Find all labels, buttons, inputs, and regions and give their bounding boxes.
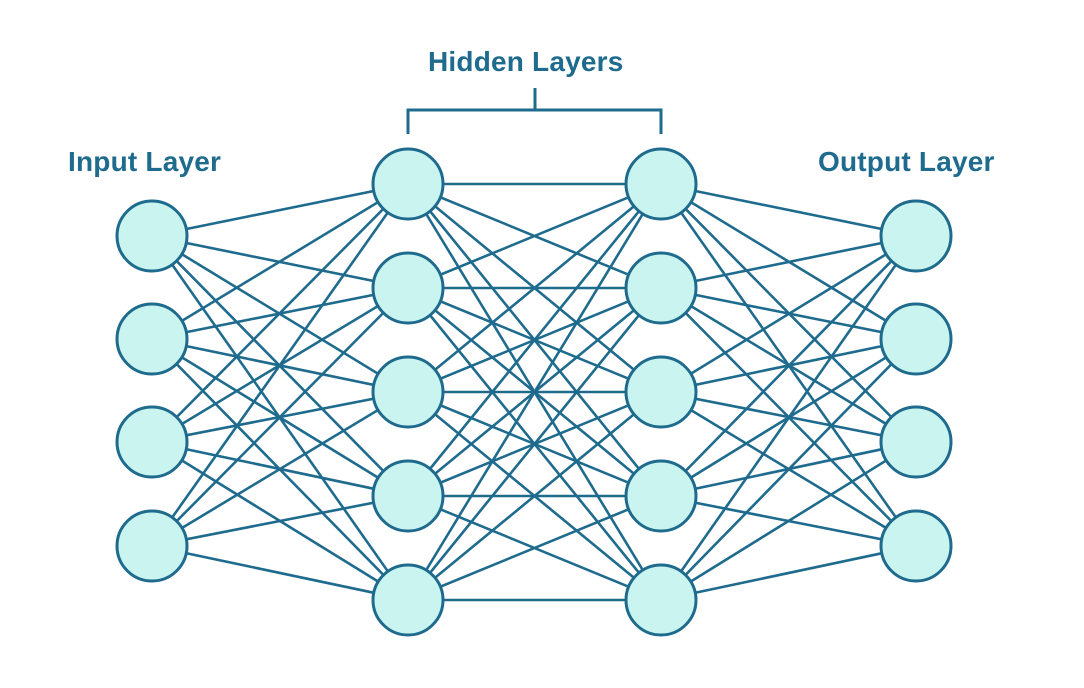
- input-neuron: [115, 509, 189, 583]
- input-neuron: [115, 199, 189, 273]
- hidden-layers-bracket: [406, 88, 663, 134]
- hidden-1-neuron: [371, 355, 445, 429]
- connection-line: [407, 390, 662, 602]
- neurons: [115, 147, 953, 637]
- connection-line: [660, 234, 917, 394]
- connection-line: [407, 182, 662, 290]
- connection-line: [660, 544, 917, 602]
- connection-line: [659, 235, 918, 601]
- connection-line: [151, 287, 409, 547]
- connection-line: [660, 234, 917, 290]
- input-neuron: [115, 302, 189, 376]
- connection-line: [407, 182, 662, 394]
- output-layer-label: Output Layer: [818, 146, 995, 177]
- hidden-2-neuron: [624, 251, 698, 325]
- connection-line: [406, 183, 663, 497]
- output-neuron: [879, 302, 953, 376]
- connection-line: [151, 494, 409, 548]
- hidden-1-neuron: [371, 563, 445, 637]
- input-layer-label: Input Layer: [68, 146, 222, 177]
- input-neuron: [115, 405, 189, 479]
- connection-line: [151, 183, 409, 443]
- hidden-1-neuron: [371, 459, 445, 533]
- hidden-1-neuron: [371, 251, 445, 325]
- hidden-2-neuron: [624, 355, 698, 429]
- output-neuron: [879, 199, 953, 273]
- hidden-2-neuron: [624, 147, 698, 221]
- output-neuron: [879, 405, 953, 479]
- connection-line: [151, 182, 409, 238]
- hidden-1-neuron: [371, 147, 445, 221]
- connection-line: [406, 287, 663, 601]
- hidden-layers-label: Hidden Layers: [428, 46, 624, 77]
- connection-line: [407, 494, 662, 602]
- connection-line: [151, 182, 409, 341]
- connection-line: [660, 182, 917, 238]
- connection-line: [406, 183, 663, 601]
- connection-line: [660, 338, 917, 601]
- hidden-2-neuron: [624, 459, 698, 533]
- hidden-2-neuron: [624, 563, 698, 637]
- connections: [150, 182, 918, 602]
- connection-line: [151, 544, 409, 602]
- connection-line: [660, 440, 917, 602]
- connection-line: [150, 183, 410, 547]
- output-neuron: [879, 509, 953, 583]
- connection-line: [151, 390, 409, 548]
- connection-line: [660, 235, 917, 497]
